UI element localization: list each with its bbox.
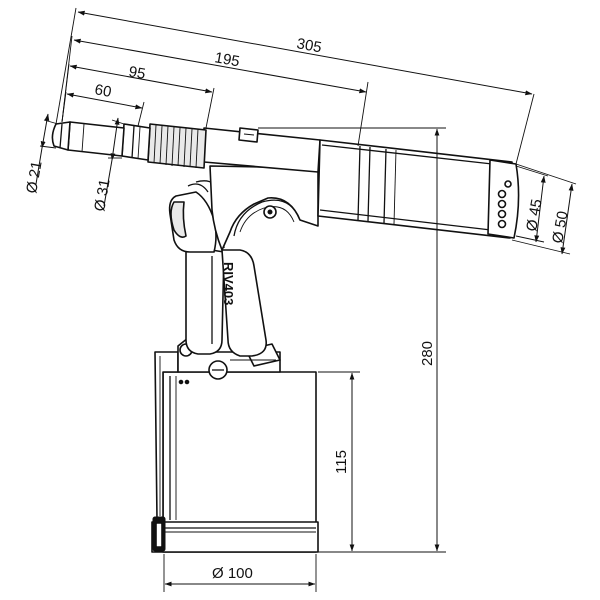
dim-60-label: 60	[93, 81, 112, 101]
dim-195-label: 195	[213, 49, 241, 70]
base-reservoir	[151, 351, 319, 553]
dim-nose-diameter-label: Ø 21	[23, 160, 45, 195]
dim-cylinder-50-label: Ø 50	[549, 210, 571, 245]
model-label: RIV403	[221, 262, 236, 305]
dim-95-label: 95	[127, 63, 146, 83]
dim-height-115-label: 115	[333, 450, 350, 474]
dim-collar-diameter-label: Ø 31	[91, 178, 113, 213]
dimension-lines: 305 195 95 60 Ø 21 Ø 31 Ø 45 Ø 50	[23, 7, 577, 592]
rear-housing	[209, 165, 319, 251]
pistol-grip: RIV403	[185, 245, 268, 357]
nose-piece	[51, 121, 125, 157]
tool-outline: RIV403	[51, 121, 520, 553]
knurled-collar	[121, 123, 207, 169]
dim-base-diameter-label: Ø 100	[212, 565, 253, 582]
dim-305-label: 305	[295, 35, 323, 56]
trigger-housing	[168, 180, 225, 253]
dim-cylinder-45-label: Ø 45	[523, 198, 545, 233]
dim-height-280-label: 280	[419, 341, 436, 366]
